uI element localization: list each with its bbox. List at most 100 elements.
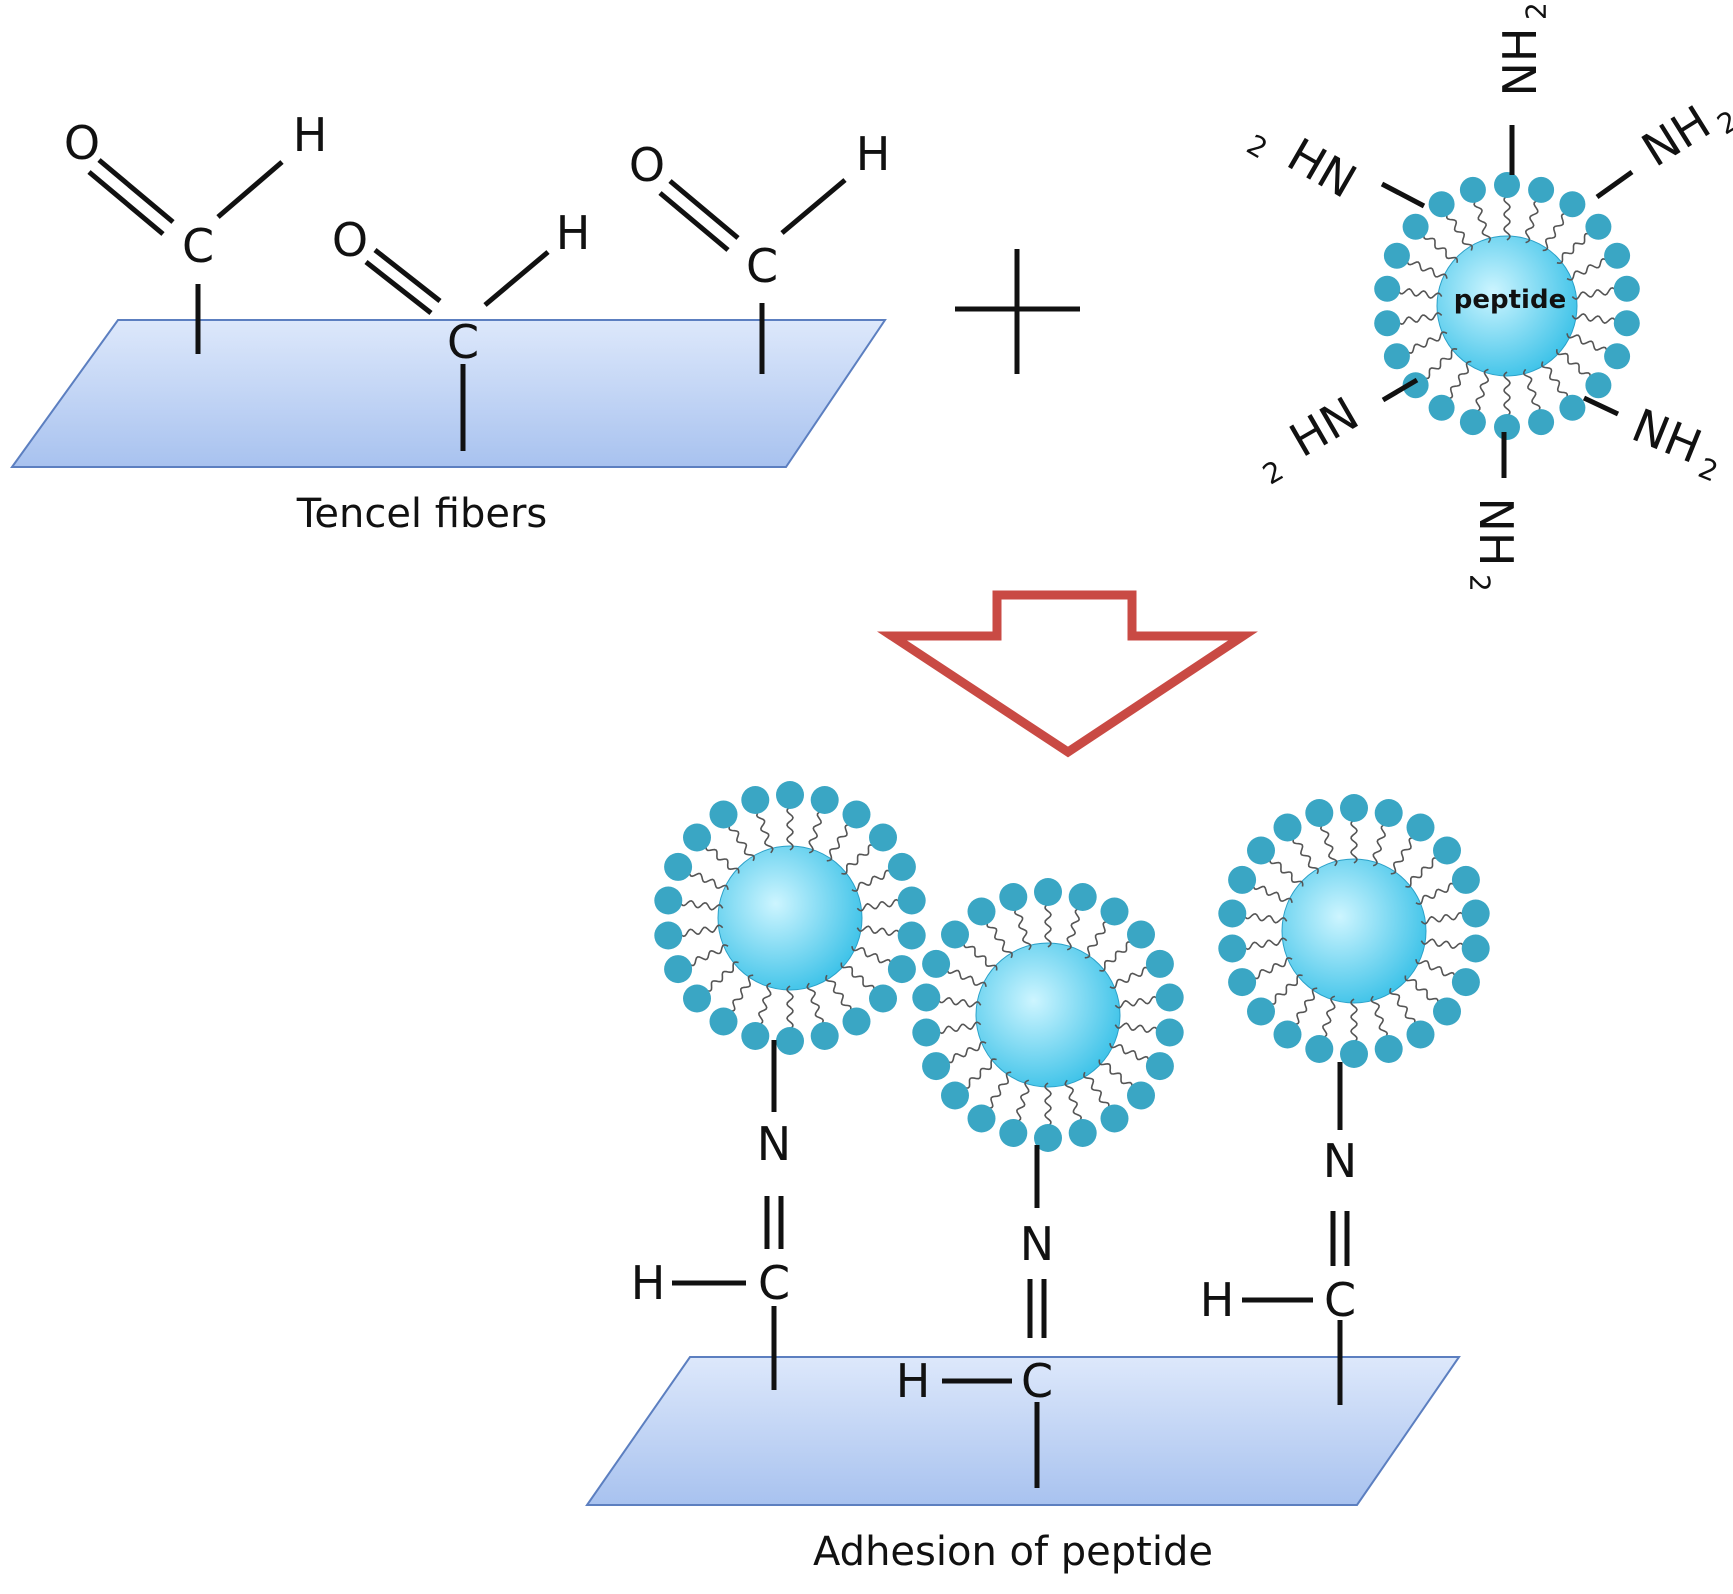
carbon-atom: C	[758, 1256, 790, 1310]
lipid-tail	[1475, 368, 1490, 413]
imine-linkage-1: N C H	[631, 1040, 791, 1390]
lipid-head	[709, 1007, 738, 1036]
lipid-tail	[1114, 995, 1159, 1009]
amine-subscript: 2	[1520, 2, 1553, 20]
lipid-head	[1559, 191, 1586, 218]
amine-nh: NH	[1469, 498, 1523, 567]
lipid-tail	[786, 985, 794, 1030]
nitrogen-atom: N	[1020, 1217, 1054, 1271]
lipid-tail	[1350, 998, 1358, 1043]
lipid-tail	[806, 982, 825, 1025]
lipid-head	[1145, 1052, 1174, 1081]
lipid-head	[1068, 883, 1097, 911]
lipid-head	[1406, 1020, 1435, 1049]
lipid-head	[1433, 997, 1461, 1026]
lipid-head	[1406, 813, 1435, 842]
lipid-head	[1034, 1124, 1062, 1152]
lipid-tail	[1319, 824, 1338, 867]
lipid-head	[1451, 865, 1480, 894]
lipid-head	[897, 921, 926, 950]
amine-nh: NH	[1632, 95, 1719, 177]
lipid-tail	[946, 968, 987, 987]
lipid-head	[887, 955, 916, 984]
lipid-tail	[705, 961, 739, 992]
lipid-tail	[1415, 959, 1456, 978]
lipid-head	[1585, 372, 1612, 399]
peptide-core	[1436, 235, 1578, 377]
lipid-head	[1145, 949, 1174, 978]
lipid-head	[664, 955, 693, 984]
lipid-tail	[963, 942, 998, 971]
lipid-head	[741, 1022, 770, 1050]
amine-nh: NH	[1625, 398, 1709, 474]
lipid-tail	[851, 946, 892, 965]
lipid-head	[941, 920, 969, 949]
amine-hn: HN	[1279, 127, 1366, 208]
lipid-head	[869, 823, 897, 852]
lipid-head	[1433, 836, 1461, 865]
lipid-head	[922, 1052, 951, 1081]
nitrogen-atom: N	[1323, 1134, 1357, 1188]
lipid-tail	[1252, 957, 1293, 980]
lipid-head	[999, 1119, 1028, 1147]
lipid-tail	[856, 925, 901, 937]
lipid-head	[912, 983, 941, 1012]
lipid-head	[776, 781, 804, 809]
imine-linkage-3: N C H	[1200, 1062, 1357, 1405]
lipid-head	[1613, 310, 1640, 337]
lipid-head	[1247, 836, 1275, 865]
lipid-head	[1528, 176, 1555, 203]
peptide-micelle-icon	[912, 878, 1184, 1152]
lipid-head	[654, 921, 683, 950]
lipid-tail	[1390, 836, 1415, 875]
lipid-tail	[1415, 882, 1456, 905]
lipid-head	[1494, 172, 1520, 198]
hydrogen-atom: H	[631, 1256, 666, 1310]
lipid-tail	[1473, 200, 1492, 244]
peptide-core	[1281, 858, 1427, 1004]
adhesion-caption: Adhesion of peptide	[813, 1529, 1213, 1575]
lipid-head	[1374, 310, 1401, 337]
product-fiber-plane	[585, 1356, 1461, 1506]
lipid-tail	[1016, 1079, 1030, 1123]
peptide-core	[717, 845, 863, 991]
oxygen-atom: O	[64, 116, 100, 170]
lipid-tail	[946, 1041, 987, 1064]
lipid-head	[887, 852, 916, 881]
lipid-tail	[1252, 884, 1293, 903]
lipid-head	[912, 1018, 941, 1047]
lipid-tail	[840, 962, 875, 991]
lipid-head	[1585, 213, 1612, 240]
lipid-head	[1383, 343, 1410, 370]
lipid-head	[1273, 1020, 1302, 1049]
aldehyde-group-3: O H C	[629, 127, 890, 374]
lipid-tail	[1446, 213, 1473, 251]
lipid-head	[683, 823, 711, 852]
lipid-head	[941, 1081, 969, 1110]
lipid-head	[1273, 813, 1302, 842]
hydrogen-atom: H	[896, 1354, 931, 1408]
lipid-head	[1340, 794, 1368, 822]
lipid-tail	[1083, 1071, 1110, 1109]
lipid-tail	[1397, 288, 1443, 299]
carbon-atom: C	[1324, 1273, 1356, 1327]
peptide-core	[975, 942, 1121, 1088]
lipid-tail	[1372, 823, 1386, 867]
lipid-tail	[808, 810, 822, 854]
lipid-head	[776, 1027, 804, 1055]
lipid-tail	[841, 844, 875, 875]
lipid-tail	[1571, 287, 1617, 300]
lipid-tail	[1571, 313, 1617, 324]
lipid-head	[1402, 213, 1429, 240]
lipid-head	[1559, 394, 1586, 421]
lipid-head	[1374, 799, 1403, 827]
lipid-tail	[851, 869, 892, 892]
amine-subscript: 2	[1694, 451, 1723, 488]
oxygen-atom: O	[629, 138, 665, 192]
lipid-tail	[1503, 195, 1511, 241]
lipid-tail	[1243, 937, 1288, 951]
peptide-micelle-icon	[654, 781, 926, 1055]
lipid-tail	[1269, 858, 1304, 887]
amine-label-top: NH 2	[1493, 2, 1553, 96]
